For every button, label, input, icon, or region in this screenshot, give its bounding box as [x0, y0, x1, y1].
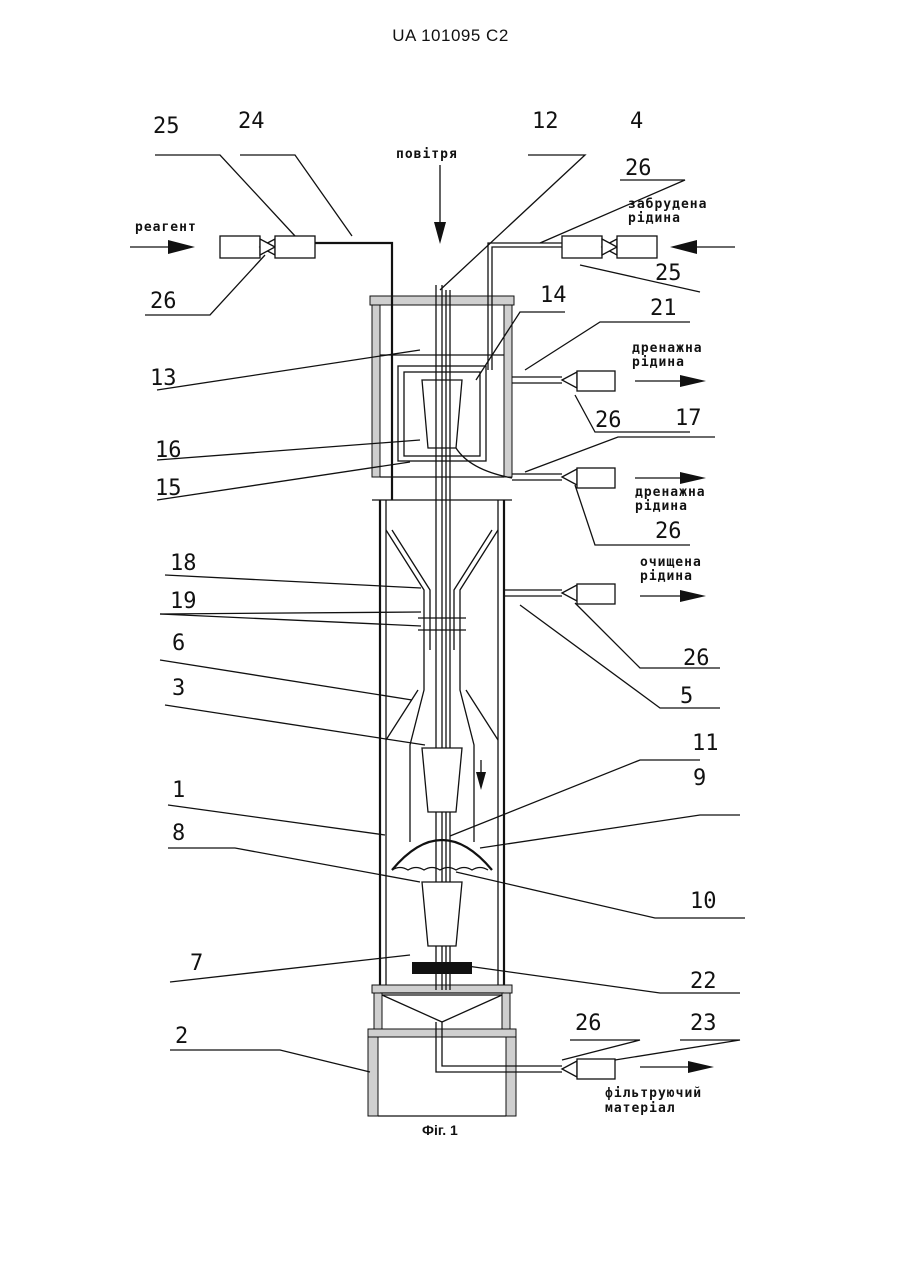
label-dirty-1: забрудена [628, 197, 707, 212]
ref-26-clean: 26 [683, 646, 710, 671]
ref-13: 13 [150, 366, 177, 391]
label-air: повітря [396, 147, 458, 162]
ref-18: 18 [170, 551, 197, 576]
ref-12: 12 [532, 109, 559, 134]
label-drain1-2: рідина [632, 355, 685, 370]
ref-26-left: 26 [150, 289, 177, 314]
ref-25-right: 25 [655, 261, 682, 286]
ref-26-bottom: 26 [575, 1011, 602, 1036]
ref-26-drain1: 26 [595, 408, 622, 433]
ref-17: 17 [675, 406, 702, 431]
label-drain1-1: дренажна [632, 341, 703, 356]
ref-9: 9 [693, 766, 706, 791]
label-clean-1: очищена [640, 555, 702, 570]
ref-6: 6 [172, 631, 185, 656]
label-dirty-2: рідина [628, 211, 681, 226]
ref-10: 10 [690, 889, 717, 914]
ref-2: 2 [175, 1024, 188, 1049]
label-filter-1: фільтруючий [605, 1086, 702, 1101]
label-drain2-2: рідина [635, 499, 688, 514]
ref-15: 15 [155, 476, 182, 501]
label-clean-2: рідина [640, 569, 693, 584]
label-reagent: реагент [135, 220, 197, 235]
ref-26-drain2: 26 [655, 519, 682, 544]
ref-22: 22 [690, 969, 717, 994]
ref-5: 5 [680, 684, 693, 709]
ref-7: 7 [190, 951, 203, 976]
ref-19: 19 [170, 589, 197, 614]
ref-14: 14 [540, 283, 567, 308]
ref-3: 3 [172, 676, 185, 701]
ref-23: 23 [690, 1011, 717, 1036]
ref-25-top: 25 [153, 114, 180, 139]
ref-1: 1 [172, 778, 185, 803]
ref-24: 24 [238, 109, 265, 134]
label-drain2-1: дренажна [635, 485, 706, 500]
ref-4: 4 [630, 109, 643, 134]
ref-11: 11 [692, 731, 719, 756]
ref-21: 21 [650, 296, 677, 321]
figure-caption: Фіг. 1 [422, 1122, 458, 1138]
label-filter-2: матеріал [605, 1101, 676, 1116]
ref-8: 8 [172, 821, 185, 846]
ref-26-top: 26 [625, 156, 652, 181]
ref-16: 16 [155, 438, 182, 463]
